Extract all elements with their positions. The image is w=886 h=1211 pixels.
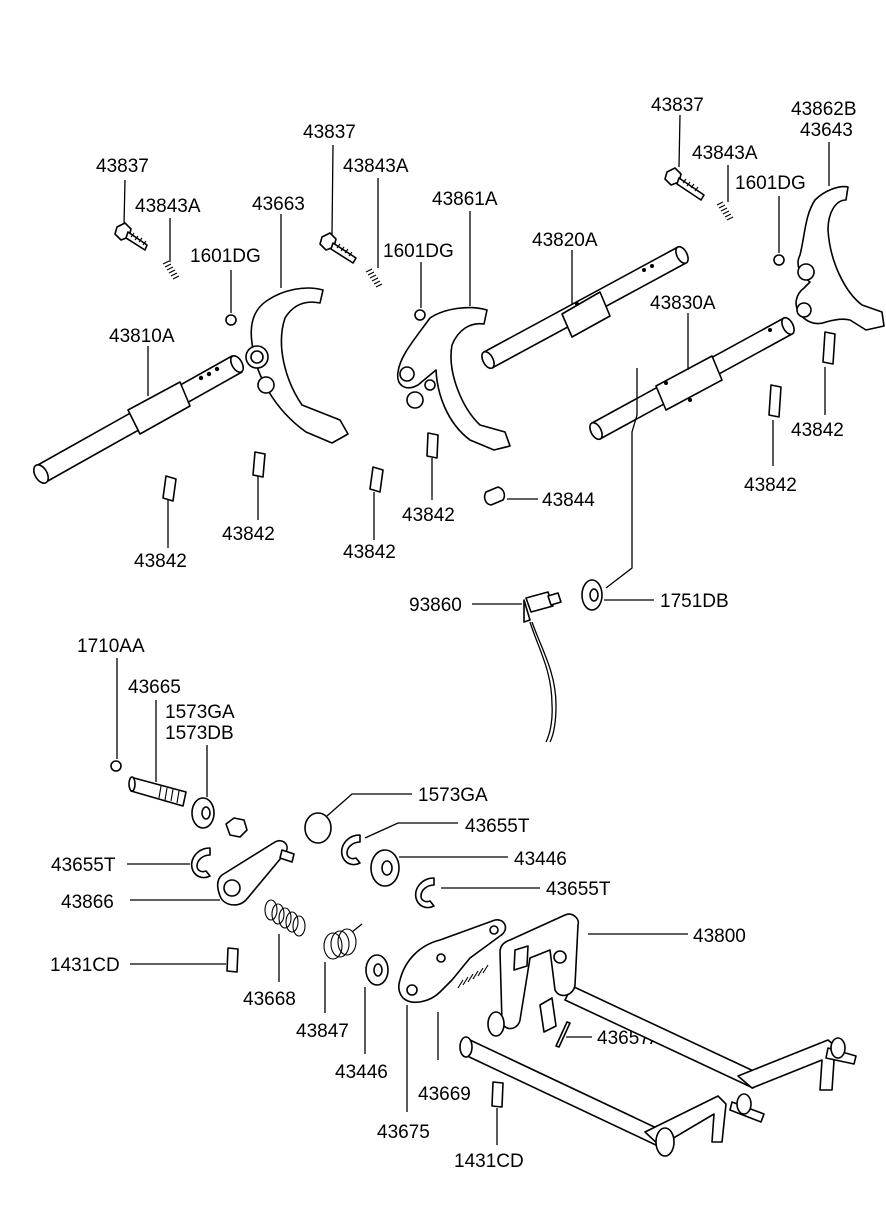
pin-43657a <box>555 1021 571 1048</box>
label-fork-43862b: 43862B <box>791 99 857 120</box>
label-ball-1710aa: 1710AA <box>77 636 145 657</box>
switch-93860 <box>523 591 562 743</box>
label-pin-43842-e: 43842 <box>791 420 844 441</box>
washer-1573ga-b <box>304 812 332 844</box>
pin-1431cd-a <box>226 947 239 973</box>
label-bolt-43837-left: 43837 <box>96 156 149 177</box>
shift-rail-43830a <box>589 316 795 441</box>
label-washer-43446-a: 43446 <box>514 849 567 870</box>
spring-43843a-right <box>716 201 734 221</box>
label-washer-1573db: 1573DB <box>165 723 234 744</box>
label-plate-43675: 43675 <box>377 1122 430 1143</box>
switch-leader <box>605 368 638 589</box>
shift-rail-43810a <box>32 355 245 484</box>
spring-43847 <box>323 923 363 960</box>
spring-43668 <box>264 899 306 937</box>
bolt-43837-right <box>664 167 705 201</box>
label-switch-93860: 93860 <box>409 595 462 616</box>
label-spring-43668: 43668 <box>243 989 296 1010</box>
label-clip-43655t-a: 43655T <box>465 816 530 837</box>
pin-43842-a <box>162 475 177 502</box>
label-spring-43847: 43847 <box>296 1021 349 1042</box>
label-pin-1431cd-a: 1431CD <box>50 955 120 976</box>
pin-43842-d <box>426 432 439 459</box>
pin-1431cd-b <box>491 1081 504 1108</box>
ball-1601dg-right <box>773 254 785 266</box>
pin-43842-b <box>252 451 266 478</box>
label-clip-43655t-b: 43655T <box>546 879 611 900</box>
label-washer-43446-b: 43446 <box>335 1062 388 1083</box>
washer-1573db <box>191 797 215 829</box>
shift-rail-43820a <box>481 245 689 370</box>
label-shaft-43665: 43665 <box>128 677 181 698</box>
pin-43842-e <box>822 331 836 365</box>
label-assembly-43800: 43800 <box>693 926 746 947</box>
label-pin-43842-d: 43842 <box>402 505 455 526</box>
spring-43843a-mid <box>365 268 383 288</box>
label-gasket-1751db: 1751DB <box>660 591 729 612</box>
label-spring-43843a-right: 43843A <box>692 143 758 164</box>
spring-43843a-left <box>162 260 180 280</box>
label-ball-1601dg-mid: 1601DG <box>383 241 454 262</box>
label-pin-43842-a: 43842 <box>134 551 187 572</box>
washer-43446-b <box>365 954 389 986</box>
label-ball-1601dg-left: 1601DG <box>190 246 261 267</box>
label-rail-43820a: 43820A <box>532 230 598 251</box>
label-washer-1573ga-a: 1573GA <box>165 702 235 723</box>
washer-43446-a <box>370 849 400 887</box>
label-fork-43861a: 43861A <box>432 189 498 210</box>
clip-43655t-c <box>190 847 211 879</box>
shift-fork-43861a <box>396 306 511 451</box>
label-washer-1573ga-b: 1573GA <box>418 785 488 806</box>
label-bolt-43837-mid: 43837 <box>303 122 356 143</box>
shift-fork-43862b <box>795 185 885 331</box>
label-fork-43663: 43663 <box>252 194 305 215</box>
label-pin-43842-f: 43842 <box>744 475 797 496</box>
shift-fork-43663 <box>245 287 349 444</box>
label-spring-43843a-mid: 43843A <box>343 156 409 177</box>
label-lever-43866: 43866 <box>61 892 114 913</box>
label-ball-1601dg-right: 1601DG <box>735 173 806 194</box>
label-rail-43830a: 43830A <box>650 293 716 314</box>
ball-1601dg-left <box>225 314 237 326</box>
lever-43866 <box>216 839 295 906</box>
ball-1710aa <box>110 760 122 772</box>
clip-43655t-b <box>414 877 435 909</box>
label-pin-1431cd-b: 1431CD <box>454 1151 524 1172</box>
label-interlock-pin-43844: 43844 <box>542 490 595 511</box>
label-fork-43643: 43643 <box>800 120 853 141</box>
bolt-43837-mid <box>319 232 357 264</box>
label-clip-43655t-c: 43655T <box>51 855 116 876</box>
label-rail-43810a: 43810A <box>109 326 175 347</box>
ball-1601dg-mid <box>414 309 426 321</box>
pin-43842-f <box>768 384 782 418</box>
plate-43675 <box>397 919 507 1004</box>
label-spring-43669: 43669 <box>418 1084 471 1105</box>
label-pin-43842-c: 43842 <box>343 542 396 563</box>
shaft-43665 <box>128 776 187 807</box>
label-pin-43842-b: 43842 <box>222 524 275 545</box>
clip-43655t-a <box>340 834 361 866</box>
pin-43842-c <box>369 466 384 493</box>
label-spring-43843a-left: 43843A <box>135 196 201 217</box>
nut <box>225 817 248 838</box>
gasket-1751db <box>581 579 603 611</box>
label-bolt-43837-right: 43837 <box>651 95 704 116</box>
shift-lever-assembly-43800 <box>459 913 857 1157</box>
spring-43669 <box>457 964 489 989</box>
bolt-43837-left <box>114 222 148 251</box>
interlock-pin-43844 <box>483 486 506 506</box>
